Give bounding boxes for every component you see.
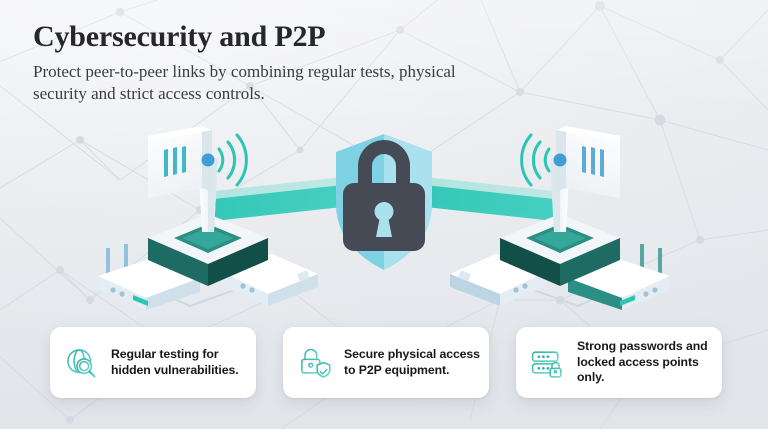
feature-card-strong-passwords[interactable]: Strong passwords and locked access point… [516,327,722,398]
feature-card-text: Regular testing for hidden vulnerabiliti… [111,346,239,377]
page-title: Cybersecurity and P2P [33,20,326,53]
feature-card-physical-access[interactable]: Secure physical access to P2P equipment. [283,327,489,398]
encrypted-link-beam-right [416,176,563,222]
server-rack-lock-icon [531,350,562,378]
globe-magnifier-icon [67,348,96,378]
p2p-secure-link-illustration [98,126,670,310]
page-subtitle: Protect peer-to-peer links by combining … [33,62,456,103]
padlock-icon [343,140,425,251]
antenna-panel-left [148,126,212,198]
base-platform-left [148,214,268,286]
feature-card-text: Strong passwords and locked access point… [577,339,708,385]
header-block: Cybersecurity and P2P Protect peer-to-pe… [33,19,463,105]
base-platform-right [500,214,620,286]
feature-card-text: Secure physical access to P2P equipment. [344,346,480,377]
feature-card-regular-testing[interactable]: Regular testing for hidden vulnerabiliti… [50,327,256,398]
padlock-shield-check-icon [301,348,331,378]
encrypted-link-beam-left [205,176,352,222]
wireless-access-point-left [98,126,318,310]
wireless-access-point-right [450,126,670,310]
feature-card-list: Regular testing for hidden vulnerabiliti… [50,327,722,398]
